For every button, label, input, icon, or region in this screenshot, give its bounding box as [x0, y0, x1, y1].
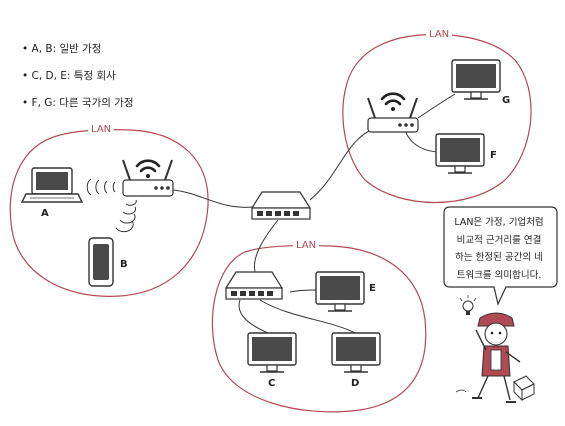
lan-boundary-company [211, 244, 427, 413]
cable-router-to-f [404, 129, 441, 153]
legend-item-foreign: • F, G: 다른 국가의 가정 [22, 97, 134, 109]
device-label-g: G [502, 95, 511, 106]
cable-router-to-g [417, 93, 456, 119]
lan-label-company: LAN [293, 240, 320, 251]
company-switch-icon [224, 271, 284, 300]
character-illustration [455, 295, 521, 403]
monitor-e-icon [315, 271, 365, 312]
lightbulb-icon [459, 295, 477, 315]
cable-hub-to-c [238, 299, 269, 334]
cable-home-to-hub [171, 189, 253, 208]
lan-label-foreign: LAN [426, 29, 453, 40]
cable-hub-to-d [259, 299, 356, 334]
phone-b-icon [88, 237, 114, 287]
monitor-g-icon [451, 59, 501, 100]
lan-boundary-foreign [342, 33, 532, 203]
foreign-router-icon [367, 97, 419, 133]
speech-bubble-text: LAN은 가정, 기업처럼 비교적 근거리를 연결 하는 한정된 공간의 네 트… [447, 214, 551, 284]
speech-bubble [443, 206, 558, 306]
cable-hub-to-company [254, 219, 279, 276]
box-icon [513, 375, 535, 402]
cable-hub-to-e [289, 289, 317, 293]
home-signal-waves-icon [86, 178, 137, 233]
home-router-icon [122, 159, 174, 197]
monitor-f-icon [435, 133, 485, 174]
legend-item-home: • A, B: 일반 가정 [22, 43, 102, 55]
device-label-d: D [351, 378, 360, 389]
device-label-e: E [369, 283, 376, 294]
laptop-a-icon [20, 167, 84, 203]
device-label-b: B [120, 259, 128, 270]
speech-bubble-line: 하는 한정된 공간의 네 [455, 252, 543, 263]
lan-boundary-home [9, 129, 209, 297]
legend: • A, B: 일반 가정 • C, D, E: 특정 회사 • F, G: 다… [22, 36, 134, 117]
device-label-f: F [490, 150, 497, 161]
monitor-c-icon [247, 332, 297, 373]
speech-bubble-line: 비교적 근거리를 연결 [456, 234, 542, 246]
central-switch-icon [250, 191, 312, 220]
home-wifi-icon [135, 159, 161, 178]
lan-label-home: LAN [88, 124, 115, 135]
speech-bubble-line: LAN은 가정, 기업처럼 [454, 217, 544, 228]
cable-hub-to-foreign [309, 127, 376, 201]
monitor-d-icon [331, 332, 381, 373]
legend-item-company: • C, D, E: 특정 회사 [22, 70, 116, 82]
foreign-wifi-icon [380, 92, 406, 111]
device-label-a: A [41, 208, 49, 219]
device-label-c: C [268, 378, 276, 389]
speech-bubble-line: 트워크를 의미합니다. [456, 269, 542, 281]
